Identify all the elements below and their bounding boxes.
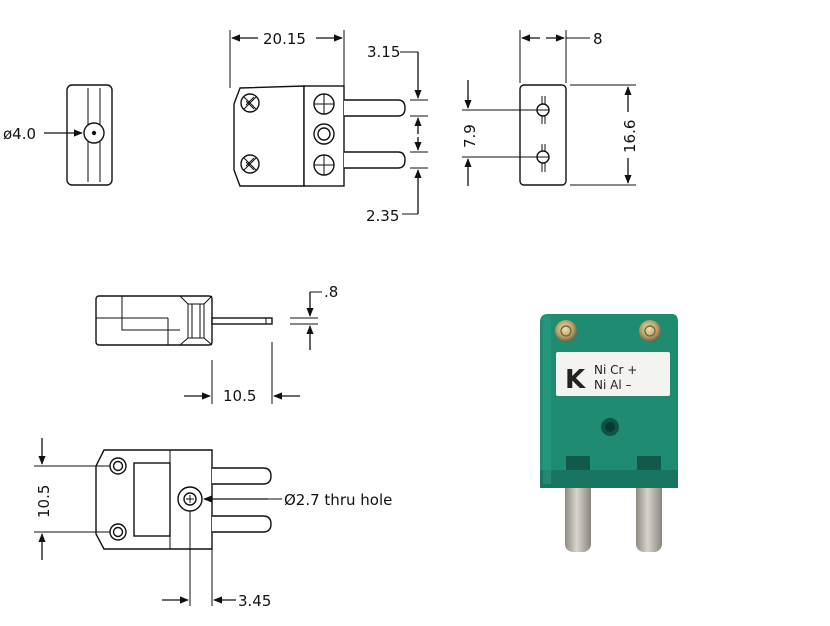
face-width-label: 8 [593,30,603,48]
end-diameter-label: ø4.0 [3,125,36,143]
label-line1: Ni Cr + [594,363,637,377]
pin-thickness-label: .8 [324,283,338,301]
face-height-label: 16.6 [621,120,639,153]
pin-spacing-label: 7.9 [461,124,479,148]
end-view: ø4.0 [3,84,113,186]
side-view: .8 10.5 [95,283,338,405]
pin-width-label: 3.15 [367,43,400,61]
screw-left [555,320,577,342]
connector-photo: K Ni Cr + Ni Al – [540,314,678,552]
pin-length-label: 10.5 [223,387,256,405]
mount-pitch-label: 10.5 [35,485,53,518]
bottom-view: Ø2.7 thru hole 10.5 3.45 [34,438,392,610]
label-line2: Ni Al – [594,378,631,392]
pin-gap-label: 2.35 [366,207,399,225]
screw-right [639,320,661,342]
type-label [556,352,670,396]
front-view: 8 7.9 16.6 [461,30,639,186]
hole-callout-label: Ø2.7 thru hole [284,491,392,509]
type-letter: K [565,365,586,395]
top-view: 20.15 3.15 2.35 [229,30,428,225]
hole-offset-label: 3.45 [238,592,271,610]
overall-length-label: 20.15 [263,30,306,48]
